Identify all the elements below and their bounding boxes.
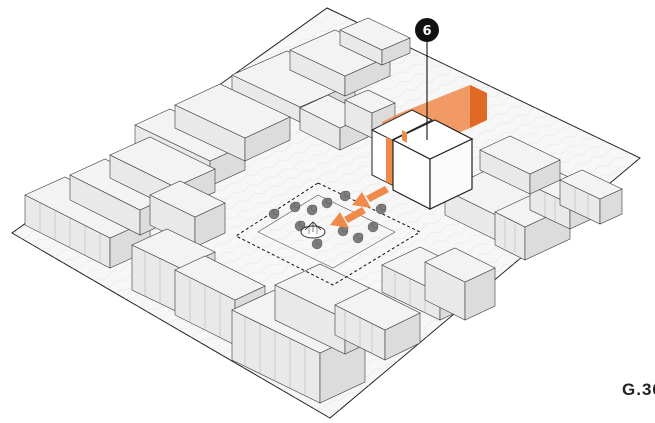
marker-label: 6 [422,24,431,39]
tree-icon [290,202,300,212]
page-code: G.36 [622,380,655,400]
marker-badge: 6 [415,18,439,42]
tree-icon [322,198,332,208]
tree-icon [340,191,350,201]
tree-icon [376,204,386,214]
tree-icon [312,239,322,249]
tree-icon [353,233,363,243]
tree-icon [269,209,279,219]
tree-icon [368,222,378,232]
tree-icon [307,205,317,215]
